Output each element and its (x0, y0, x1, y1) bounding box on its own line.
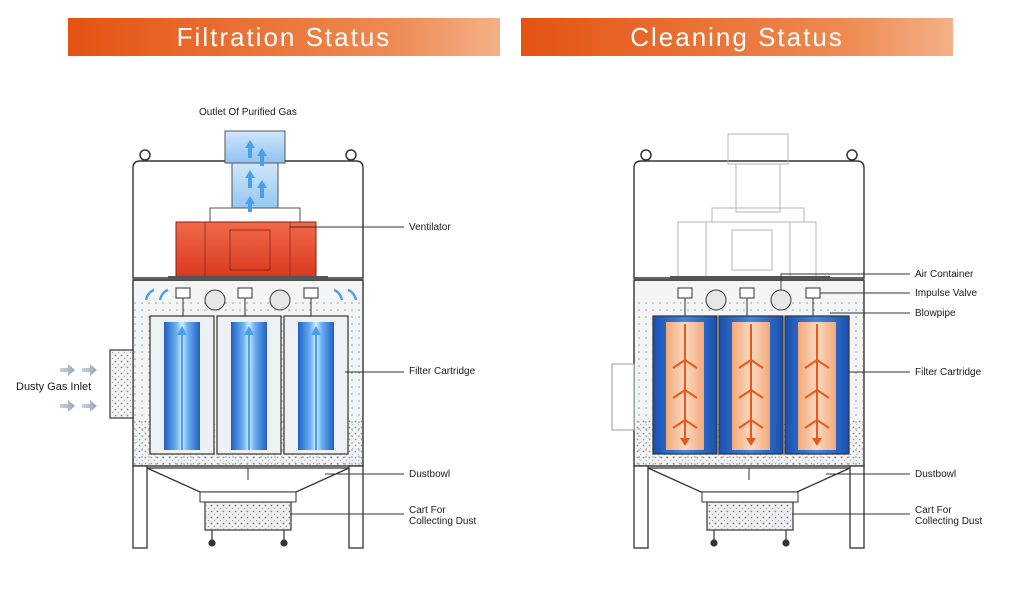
ventilator-outline (677, 133, 817, 279)
lifting-eye (139, 149, 151, 161)
impulse-valves (677, 287, 821, 316)
lifting-eye (345, 149, 357, 161)
ventilator-base (168, 276, 328, 280)
valve-assembly (175, 287, 319, 316)
lifting-eye (846, 149, 858, 161)
filtration-status-banner: Filtration Status (68, 18, 500, 56)
label-cart-line1: Cart For (915, 505, 952, 516)
filter-cartridges (149, 315, 349, 455)
outlet-duct-lower (231, 162, 279, 214)
label-ventilator: Ventilator (409, 222, 451, 233)
label-cart-line2: Collecting Dust (409, 516, 476, 527)
housing-upper (633, 160, 865, 279)
label-air-container: Air Container (915, 269, 974, 280)
label-filter-cartridge: Filter Cartridge (915, 367, 982, 378)
inlet-box-outline (611, 363, 635, 431)
label-filter-cartridge: Filter Cartridge (409, 366, 476, 377)
pulse-jet-arrows (672, 324, 830, 440)
ventilator-motor (229, 229, 271, 271)
inlet-arrows (60, 364, 97, 412)
label-outlet-purified-gas: Outlet Of Purified Gas (199, 107, 297, 118)
cleaning-status-banner: Cleaning Status (521, 18, 953, 56)
label-cart-line2: Collecting Dust (915, 516, 982, 527)
label-dusty-gas-inlet: Dusty Gas Inlet (16, 381, 91, 393)
cleaning-diagram: Air Container Impulse Valve Blowpipe Fil… (611, 133, 982, 549)
cart-wheels (208, 530, 288, 547)
filtration-diagram: Outlet Of Purified Gas Ventilator Filter… (16, 107, 476, 549)
label-cart-line1: Cart For (409, 505, 446, 516)
airflow-side-arrows (144, 288, 358, 301)
support-legs (132, 465, 364, 549)
lifting-eye (640, 149, 652, 161)
label-dustbowl: Dustbowl (915, 469, 956, 480)
purified-gas-arrows (245, 140, 267, 212)
label-impulse-valve: Impulse Valve (915, 288, 978, 299)
label-dustbowl: Dustbowl (409, 469, 450, 480)
outlet-flange (209, 207, 301, 223)
ventilator (175, 221, 317, 279)
label-blowpipe: Blowpipe (915, 308, 956, 319)
outlet-duct (224, 130, 286, 164)
